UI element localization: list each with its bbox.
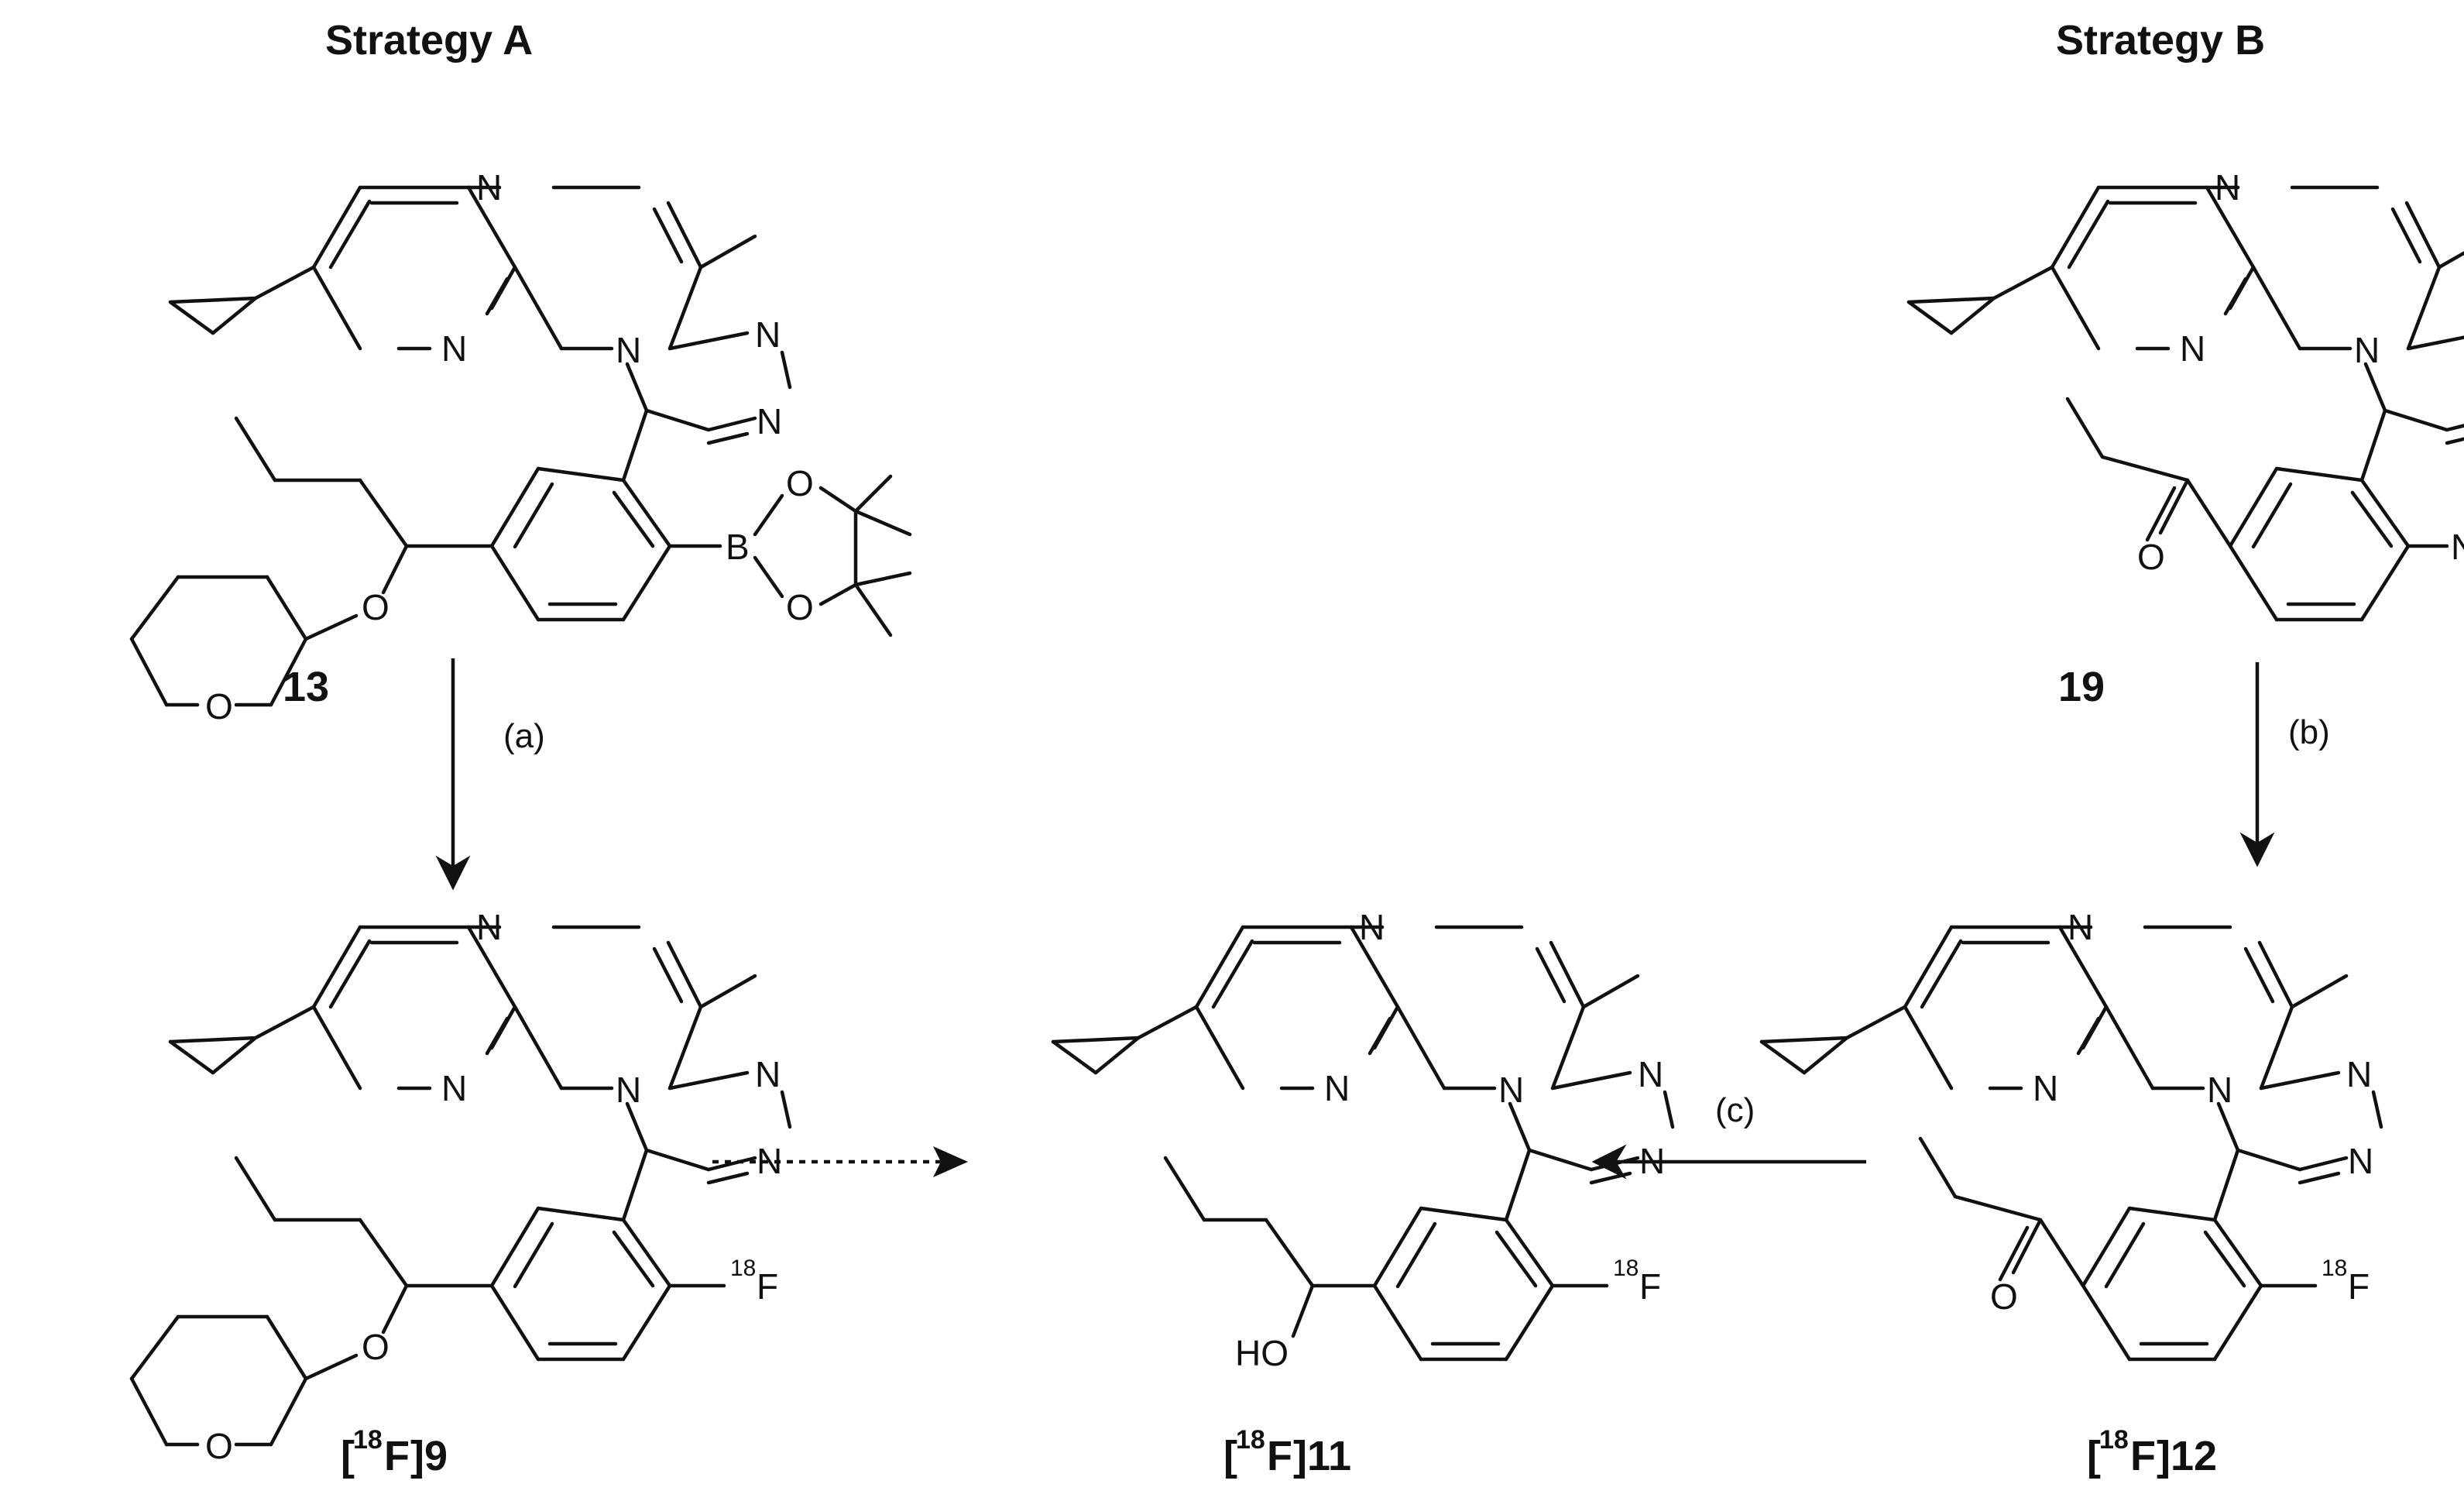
svg-text:F: F	[2130, 1433, 2156, 1479]
compound-13: B O O	[132, 167, 912, 727]
svg-text:18: 18	[2099, 1425, 2129, 1455]
svg-text:9: 9	[424, 1433, 448, 1479]
svg-text:]: ]	[410, 1433, 424, 1479]
svg-text:18: 18	[353, 1425, 383, 1455]
svg-text:]: ]	[1293, 1433, 1307, 1479]
atom-o: O	[786, 587, 814, 627]
compound-label-18f-9: [ 18 F ] 9	[341, 1425, 448, 1479]
heading-strategy-a: Strategy A	[325, 17, 533, 64]
atom-ho: HO	[1235, 1333, 1289, 1373]
compound-19: NO 2	[1909, 167, 2464, 620]
svg-text:18: 18	[1236, 1425, 1265, 1455]
condition-c: (c)	[1715, 1091, 1755, 1129]
svg-text:11: 11	[1307, 1433, 1351, 1479]
svg-text:[: [	[2087, 1433, 2101, 1479]
condition-a: (a)	[503, 717, 545, 755]
compound-label-18f-12: [ 18 F ] 12	[2087, 1425, 2217, 1479]
compound-18f-11: HO	[1053, 907, 1673, 1373]
compound-label-19: 19	[2058, 664, 2105, 710]
svg-text:F: F	[1267, 1433, 1292, 1479]
heading-strategy-b: Strategy B	[2056, 17, 2265, 64]
arrow-dotted-head	[933, 1146, 968, 1177]
compound-label-18f-11: [ 18 F ] 11	[1223, 1425, 1351, 1479]
compound-18f-9	[132, 907, 790, 1466]
condition-b: (b)	[2288, 713, 2330, 751]
svg-text:]: ]	[2157, 1433, 2171, 1479]
atom-o: O	[786, 463, 814, 503]
svg-text:[: [	[341, 1433, 355, 1479]
atom-b: B	[726, 527, 750, 567]
svg-text:F: F	[384, 1433, 410, 1479]
compound-label-13: 13	[283, 664, 329, 710]
compound-18f-12	[1762, 907, 2381, 1359]
svg-text:[: [	[1223, 1433, 1237, 1479]
atom-no2: NO	[2451, 527, 2464, 567]
svg-text:12: 12	[2171, 1433, 2217, 1479]
